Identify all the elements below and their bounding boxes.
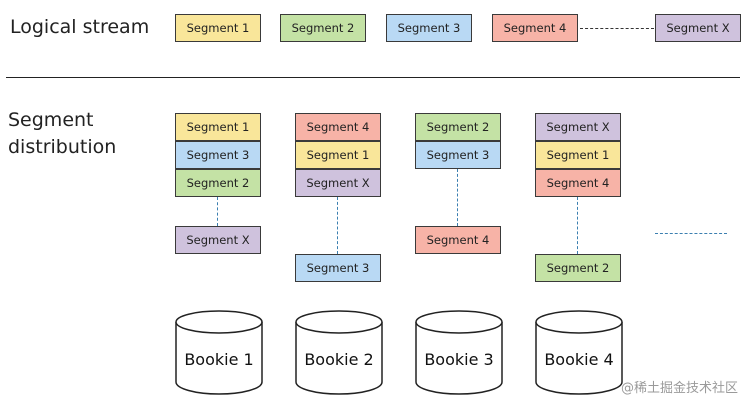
bookie-2-segment-bottom: Segment 3 bbox=[295, 254, 381, 282]
bookie-4-drum: Bookie 4 bbox=[535, 310, 623, 396]
bookie-4-segment-b: Segment 1 bbox=[535, 141, 621, 169]
logical-stream-label: Logical stream bbox=[10, 16, 150, 38]
database-cylinder-icon bbox=[535, 310, 623, 395]
distribution-ellipsis-connector bbox=[655, 233, 727, 234]
bookie-4-segment-a: Segment X bbox=[535, 113, 621, 141]
bookie-4-segment-bottom: Segment 2 bbox=[535, 254, 621, 282]
bookie-2-label: Bookie 2 bbox=[304, 350, 374, 369]
bookie-1-drum: Bookie 1 bbox=[175, 310, 263, 396]
bookie-1-segment-b: Segment 3 bbox=[175, 141, 261, 169]
segment-distribution-label-line2: distribution bbox=[8, 136, 117, 158]
watermark: @稀土掘金技术社区 bbox=[620, 381, 738, 396]
bookie-3-label: Bookie 3 bbox=[424, 350, 494, 369]
stream-segment-3: Segment 3 bbox=[386, 14, 472, 42]
database-cylinder-icon bbox=[175, 310, 263, 395]
stream-ellipsis-connector bbox=[580, 28, 654, 29]
bookie-1-segment-c: Segment 2 bbox=[175, 169, 261, 197]
bookie-3-connector bbox=[457, 169, 458, 226]
bookie-2-connector bbox=[337, 197, 338, 254]
bookie-2-drum: Bookie 2 bbox=[295, 310, 383, 396]
section-divider bbox=[6, 77, 740, 78]
stream-segment-x: Segment X bbox=[655, 14, 741, 42]
database-cylinder-icon bbox=[415, 310, 503, 395]
bookie-1-segment-a: Segment 1 bbox=[175, 113, 261, 141]
segment-distribution-label-line1: Segment bbox=[8, 109, 94, 131]
bookie-3-segment-bottom: Segment 4 bbox=[415, 226, 501, 254]
bookie-3-segment-b: Segment 3 bbox=[415, 141, 501, 169]
bookie-1-segment-bottom: Segment X bbox=[175, 226, 261, 254]
stream-segment-2: Segment 2 bbox=[280, 14, 366, 42]
bookie-1-label: Bookie 1 bbox=[184, 350, 254, 369]
bookie-2-segment-b: Segment 1 bbox=[295, 141, 381, 169]
stream-segment-4: Segment 4 bbox=[492, 14, 578, 42]
bookie-4-label: Bookie 4 bbox=[544, 350, 614, 369]
bookie-4-connector bbox=[577, 197, 578, 254]
bookie-4-segment-c: Segment 4 bbox=[535, 169, 621, 197]
bookie-3-drum: Bookie 3 bbox=[415, 310, 503, 396]
bookie-2-segment-a: Segment 4 bbox=[295, 113, 381, 141]
bookie-1-connector bbox=[217, 197, 218, 226]
database-cylinder-icon bbox=[295, 310, 383, 395]
bookie-3-segment-a: Segment 2 bbox=[415, 113, 501, 141]
bookie-2-segment-c: Segment X bbox=[295, 169, 381, 197]
stream-segment-1: Segment 1 bbox=[175, 14, 261, 42]
